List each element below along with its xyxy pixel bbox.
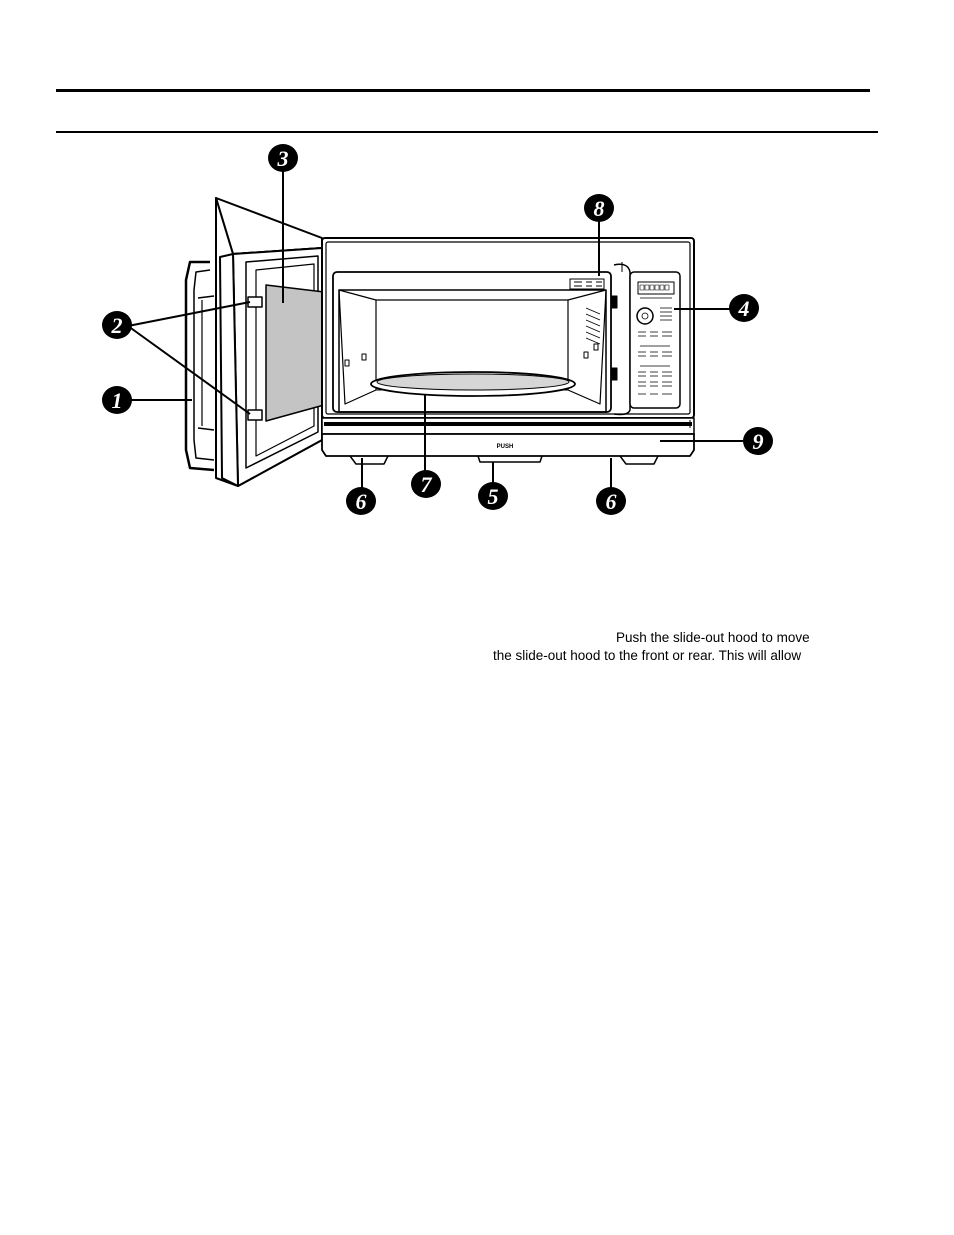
callout-6-right: 6 bbox=[596, 487, 626, 515]
door bbox=[184, 197, 325, 487]
description-line-2: the slide-out hood to the front or rear.… bbox=[493, 648, 802, 663]
callout-label-3: 3 bbox=[277, 146, 289, 171]
push-label: PUSH bbox=[497, 444, 514, 450]
header-rule-bottom bbox=[56, 131, 878, 133]
callout-label-5: 5 bbox=[488, 484, 499, 509]
callout-label-2: 2 bbox=[111, 313, 123, 338]
callout-6-left: 6 bbox=[346, 487, 376, 515]
callout-8: 8 bbox=[584, 194, 614, 222]
control-panel bbox=[629, 271, 681, 409]
microwave-diagram: PUSH 3 2 1 8 4 9 6 7 5 6 bbox=[102, 144, 773, 515]
header-rule-top bbox=[56, 89, 870, 92]
callout-1: 1 bbox=[102, 386, 132, 414]
callout-2: 2 bbox=[102, 311, 132, 339]
slide-out-hood bbox=[321, 417, 695, 465]
callout-label-6-right: 6 bbox=[606, 489, 617, 514]
callout-label-4: 4 bbox=[738, 296, 750, 321]
callout-7: 7 bbox=[411, 470, 441, 498]
leader-lines bbox=[127, 170, 746, 488]
description-line-1: Push the slide-out hood to move bbox=[616, 630, 810, 645]
callout-label-7: 7 bbox=[421, 472, 433, 497]
callout-4: 4 bbox=[729, 294, 759, 322]
callout-5: 5 bbox=[478, 482, 508, 510]
callout-label-9: 9 bbox=[753, 429, 764, 454]
callout-label-8: 8 bbox=[594, 196, 605, 221]
callout-label-1: 1 bbox=[112, 388, 123, 413]
callout-3: 3 bbox=[268, 144, 298, 172]
callout-label-6-left: 6 bbox=[356, 489, 367, 514]
callout-9: 9 bbox=[743, 427, 773, 455]
microwave-body bbox=[321, 237, 695, 419]
